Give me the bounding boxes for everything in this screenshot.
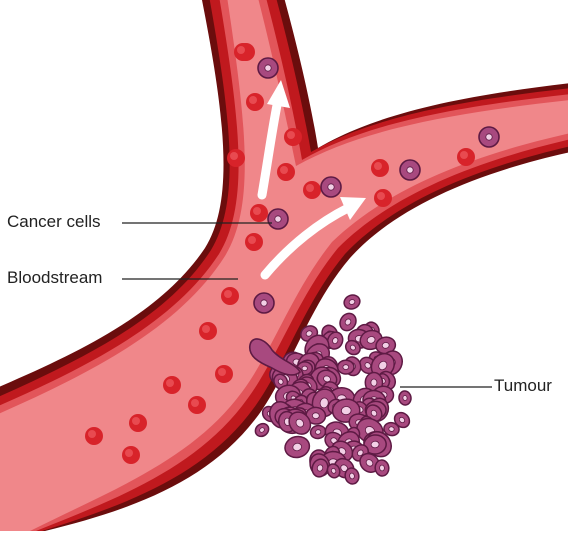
cancer-cell-nucleus xyxy=(265,65,271,71)
red-blood-cell-highlight xyxy=(280,166,288,174)
cancer-cell-nucleus xyxy=(407,167,413,173)
red-blood-cell-highlight xyxy=(132,417,140,425)
cancer-cell-nucleus xyxy=(486,134,492,140)
red-blood-cell-highlight xyxy=(253,207,261,215)
cancer-cells-label: Cancer cells xyxy=(7,212,101,232)
tumour-cell xyxy=(309,424,327,440)
red-blood-cell-highlight xyxy=(125,449,133,457)
cancer-cell-nucleus xyxy=(275,216,281,222)
red-blood-cell-highlight xyxy=(287,131,295,139)
red-blood-cell-highlight xyxy=(377,192,385,200)
tumour-cell xyxy=(338,360,354,374)
red-blood-cell-highlight xyxy=(460,151,468,159)
tumour-cell xyxy=(342,293,362,311)
red-blood-cell-highlight xyxy=(237,46,245,54)
red-blood-cell-highlight xyxy=(88,430,96,438)
red-blood-cell-highlight xyxy=(306,184,314,192)
tumour-label: Tumour xyxy=(494,376,552,396)
tumour-cell xyxy=(398,390,411,405)
red-blood-cell-highlight xyxy=(249,96,257,104)
bloodstream-label: Bloodstream xyxy=(7,268,102,288)
red-blood-cell-highlight xyxy=(248,236,256,244)
red-blood-cell-highlight xyxy=(191,399,199,407)
red-blood-cell-highlight xyxy=(218,368,226,376)
tumour-cell xyxy=(253,421,271,439)
red-blood-cell-highlight xyxy=(224,290,232,298)
red-blood-cell-highlight xyxy=(202,325,210,333)
tumour-cell xyxy=(283,434,312,460)
cancer-cell-nucleus xyxy=(328,184,334,190)
red-blood-cell-highlight xyxy=(166,379,174,387)
red-blood-cell-highlight xyxy=(374,162,382,170)
red-blood-cell-highlight xyxy=(230,152,238,160)
cancer-cell-nucleus xyxy=(261,300,267,306)
tumour-cell xyxy=(374,459,389,477)
